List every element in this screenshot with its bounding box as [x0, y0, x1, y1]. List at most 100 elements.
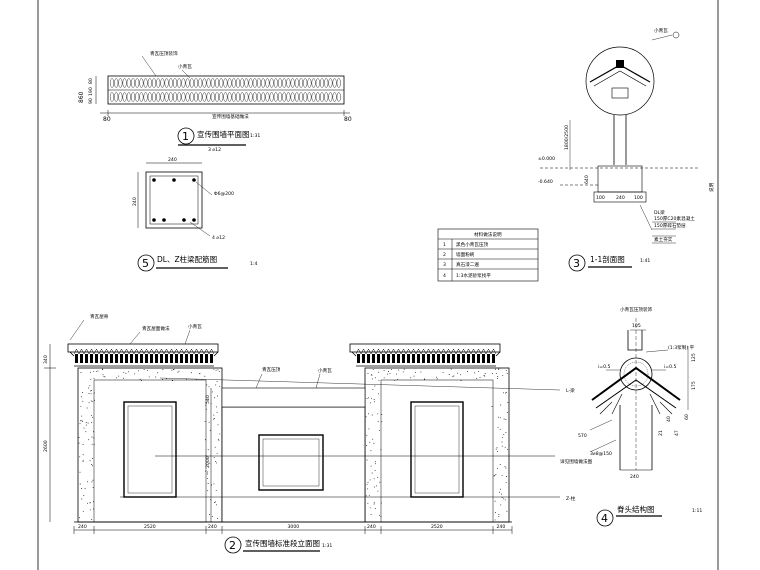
plan-title-num: 1 [182, 130, 189, 143]
column-title-num: 5 [142, 257, 149, 270]
detail-title: 脊头结构图 [617, 504, 655, 514]
legend-row-text: 1:3水泥砂浆找平 [456, 272, 491, 279]
elev-dim-panel-h: 540 [205, 395, 211, 404]
mid-panel [258, 434, 324, 491]
legend-row-no: 4 [443, 273, 446, 279]
bottom-dim-label: 2520 [431, 524, 443, 530]
legend-header: 材料做法说明 [474, 231, 502, 238]
detail-dim-bottom: 240 [630, 474, 639, 480]
section-top-label: 小青瓦 [654, 27, 668, 34]
elevation-view: 青瓦屋脊 青瓦屋面做法 小青瓦 青瓦压顶 小青瓦 L-梁 Z-柱 340 260… [43, 313, 576, 554]
stucco-texture [78, 368, 509, 521]
elev-dim-h-total: 2600 [43, 440, 49, 452]
elev-title-num: 2 [229, 539, 236, 552]
detail-title-num: 4 [601, 512, 608, 525]
section-layer-2: 150厚碎石垫层 [654, 222, 686, 229]
elev-mid-small-label: 小青瓦 [318, 367, 332, 374]
legend-row-no: 2 [443, 252, 446, 258]
bottom-dim-label: 240 [78, 524, 87, 530]
detail-note: 详见围墙做法图 [560, 458, 593, 465]
plan-dim-right: 80 [344, 116, 352, 123]
column-title: DL、Z柱梁配筋图 [157, 254, 217, 264]
section-title-num: 3 [573, 257, 580, 270]
legend-row-text: 真石漆二遍 [456, 261, 479, 268]
section-dim-w2: 240 [616, 195, 625, 201]
plan-dim-b: 190 [88, 87, 94, 96]
plan-dim-a: 90 [88, 98, 94, 104]
section-title: 1-1剖面图 [590, 254, 625, 264]
right-pier [364, 367, 510, 523]
bottom-dim-label: 240 [208, 524, 217, 530]
plan-dim-total: 860 [78, 91, 85, 103]
plan-label-top: 青瓦压顶装饰 [150, 50, 178, 57]
detail-dim-top: 105 [632, 323, 641, 329]
elev-dim-h1: 340 [43, 355, 49, 364]
section-layer-1: 150厚C20素混凝土 [654, 215, 695, 222]
detail-slope-l: i=0.5 [598, 364, 611, 370]
detail-dim-a: 60 [684, 414, 690, 420]
plan-label-base: 宣传围墙基础做法 [212, 113, 249, 120]
plan-title-circle [177, 127, 195, 145]
legend-row-text: 墙面粉刷 [456, 251, 475, 258]
section-height-label: 1800/2500 [564, 125, 570, 150]
detail-mortar: (1:3浆制) 平 [668, 344, 695, 351]
section-elev-neg: -0.640 [538, 179, 553, 185]
section-scale: 1:41 [640, 258, 650, 264]
legend-table: 材料做法说明 1 黑色小青瓦压顶 2 墙面粉刷 3 真石漆二遍 4 1:3水泥砂… [437, 228, 539, 282]
bottom-dim-label: 240 [367, 524, 376, 530]
elev-left-tile-label: 青瓦屋脊 [90, 313, 109, 320]
section-dim-depth: 640 [584, 175, 590, 184]
elev-left-ridge-label: 青瓦屋面做法 [142, 325, 170, 332]
section-view: 小青瓦 1800/2500 ±0.000 -0.640 640 100 240 … [538, 27, 700, 272]
detail-rebar: 3⌀8@150 [590, 451, 612, 457]
elev-mid-tile-label: 青瓦压顶 [262, 366, 281, 373]
bottom-dim-label: 240 [497, 524, 506, 530]
column-section: 240 3 ⌀12 240 Φ6@200 4 ⌀12 5 DL、Z柱梁配筋图 1… [132, 147, 257, 272]
elev-scale: 1:31 [322, 543, 332, 549]
detail-dim-right-2: 175 [691, 381, 697, 390]
plan-dim-c: 80 [88, 78, 94, 84]
section-dim-w1: 100 [596, 195, 605, 201]
column-title-circle [137, 254, 155, 272]
detail-top-label: 小青瓦压顶装饰 [620, 306, 653, 313]
legend-row-text: 黑色小青瓦压顶 [456, 241, 489, 248]
elev-dim-mid-h: 2000 [205, 456, 211, 468]
detail-dim-right-1: 125 [691, 353, 697, 362]
plan-label-mid: 小青瓦 [178, 63, 192, 70]
bottom-dimensions: 240 2520 240 3000 240 2520 240 [73, 524, 513, 534]
section-title-circle [568, 254, 586, 272]
section-cap-circle [585, 46, 655, 116]
column-stirrup: Φ6@200 [214, 191, 234, 197]
detail-left-dim: 570 [578, 433, 587, 439]
mid-wall [221, 406, 366, 523]
column-rebar-bottom: 4 ⌀12 [212, 235, 225, 241]
plan-tile-pattern [109, 78, 341, 102]
section-footing: DL梁 [654, 209, 665, 216]
section-dim-w3: 100 [634, 195, 643, 201]
section-layer-3: 素土夯实 [654, 236, 673, 243]
plan-view: 青瓦压顶装饰 小青瓦 宣传围墙基础做法 860 90 190 80 80 80 … [78, 50, 352, 146]
left-pier [77, 367, 223, 523]
elev-title: 宣传围墙标准段立面图 [245, 538, 320, 548]
detail-dim-b: 40 [666, 416, 672, 422]
detail-scale: 1:11 [692, 508, 702, 514]
bottom-dim-label: 2520 [144, 524, 156, 530]
elev-right-label-1: L-梁 [566, 387, 575, 394]
elev-left-roof-label: 小青瓦 [188, 323, 202, 330]
elev-right-label-2: Z-柱 [566, 495, 576, 502]
column-dim-top: 240 [168, 157, 177, 163]
bottom-dim-label: 3000 [288, 524, 300, 530]
legend-row-no: 3 [443, 262, 446, 268]
detail-dim-d: 21 [658, 430, 664, 436]
column-scale: 1:4 [250, 261, 257, 267]
side-text: 说明 [708, 182, 715, 192]
ridge-detail: 小青瓦压顶装饰 105 (1:3浆制) 平 i=0.5 i=0.5 125 17… [560, 306, 702, 527]
elev-title-circle [224, 536, 242, 554]
column-dim-side: 240 [132, 197, 138, 206]
legend-row-no: 1 [443, 242, 446, 248]
section-elev-0: ±0.000 [538, 156, 555, 162]
plan-dim-left: 80 [103, 116, 111, 123]
detail-slope-r: i=0.5 [664, 364, 677, 370]
detail-title-circle [596, 509, 614, 527]
